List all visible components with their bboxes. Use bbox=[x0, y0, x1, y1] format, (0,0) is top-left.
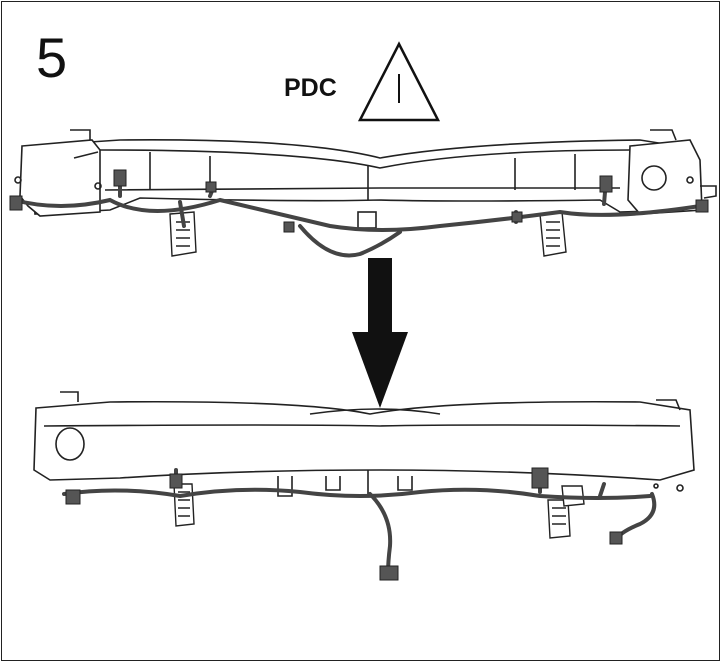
bumper-beam-bottom bbox=[33, 391, 695, 497]
pdc-label: PDC bbox=[284, 74, 337, 102]
bumper-beam-top bbox=[14, 129, 717, 229]
down-arrow-icon bbox=[352, 258, 408, 408]
step-number: 5 bbox=[36, 26, 68, 89]
harness-connectors-bottom bbox=[65, 467, 623, 581]
harness-connectors-top bbox=[9, 169, 709, 233]
sensor-bracket-bottom-right bbox=[547, 485, 585, 539]
illustration bbox=[9, 41, 717, 581]
sensor-bracket-bottom-left bbox=[173, 483, 195, 527]
warning-triangle-icon bbox=[357, 41, 441, 122]
sensor-bracket-top-right bbox=[539, 211, 567, 257]
